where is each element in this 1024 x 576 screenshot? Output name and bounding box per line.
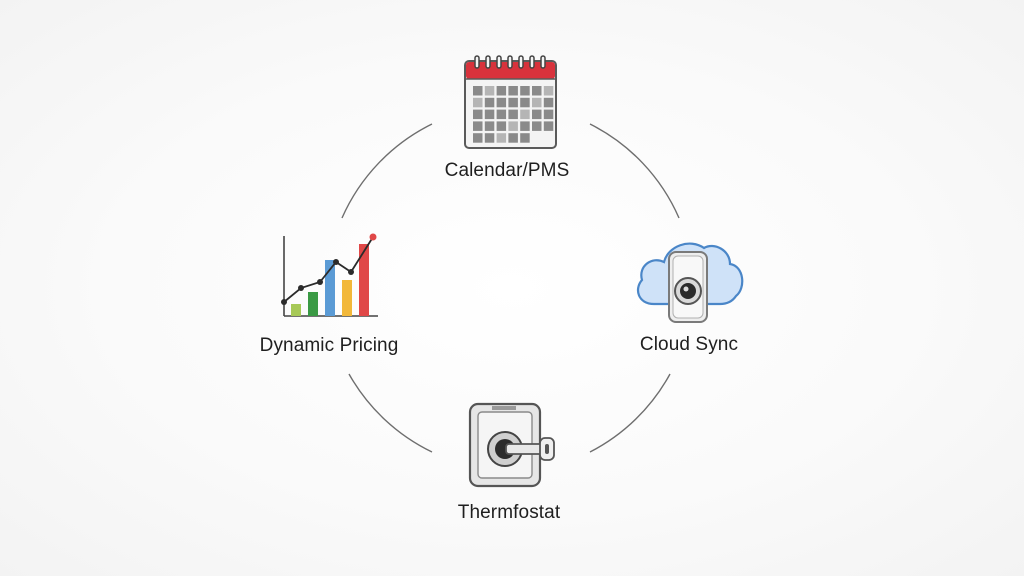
calendar-day-cell <box>520 97 530 108</box>
calendar-day-cell <box>520 121 530 131</box>
arc-pricing-to-calendar <box>341 123 433 219</box>
calendar-day-cell <box>496 97 507 108</box>
calendar-day-cell <box>496 109 507 120</box>
calendar-day-cell <box>473 133 483 143</box>
calendar-day-cell <box>496 121 507 131</box>
calendar-day-cell <box>532 109 542 120</box>
calendar-day-cell <box>484 133 495 143</box>
calendar-day-cell <box>532 97 542 108</box>
calendar-day-cell <box>520 109 530 120</box>
calendar-day-cell <box>520 133 530 143</box>
calendar-day-cell <box>532 86 542 96</box>
calendar-day-cell <box>508 109 518 120</box>
cloud-label: Cloud Sync <box>639 334 739 355</box>
calendar-day-cell <box>484 109 495 120</box>
calendar-day-cell <box>508 121 518 131</box>
arc-cloud-to-thermostat <box>589 373 671 453</box>
calendar-icon <box>464 55 557 149</box>
cloud-camera-icon <box>636 242 744 323</box>
calendar-day-cell <box>484 86 495 96</box>
calendar-day-cell <box>473 121 483 131</box>
pricing-label: Dynamic Pricing <box>259 335 399 356</box>
calendar-day-cell <box>543 97 554 108</box>
calendar-day-cell <box>543 109 554 120</box>
calendar-day-cell <box>508 86 518 96</box>
calendar-day-cell <box>473 86 483 96</box>
thermostat-label: Thermfostat <box>457 502 561 523</box>
calendar-day-cell <box>473 109 483 120</box>
calendar-day-cell <box>484 121 495 131</box>
calendar-day-cell <box>520 86 530 96</box>
calendar-day-cell <box>532 121 542 131</box>
calendar-day-cell <box>543 86 554 96</box>
arc-calendar-to-cloud <box>589 123 680 219</box>
calendar-label: Calendar/PMS <box>444 160 570 181</box>
calendar-day-cell <box>543 121 554 131</box>
calendar-day-cell <box>508 97 518 108</box>
calendar-day-cell <box>496 133 507 143</box>
arc-thermostat-to-pricing <box>348 373 433 453</box>
calendar-day-cell <box>473 97 483 108</box>
bar-chart-icon <box>281 233 378 317</box>
calendar-day-cell <box>496 86 507 96</box>
thermostat-lock-icon <box>468 402 555 488</box>
calendar-day-cell <box>508 133 518 143</box>
calendar-day-cell <box>484 97 495 108</box>
